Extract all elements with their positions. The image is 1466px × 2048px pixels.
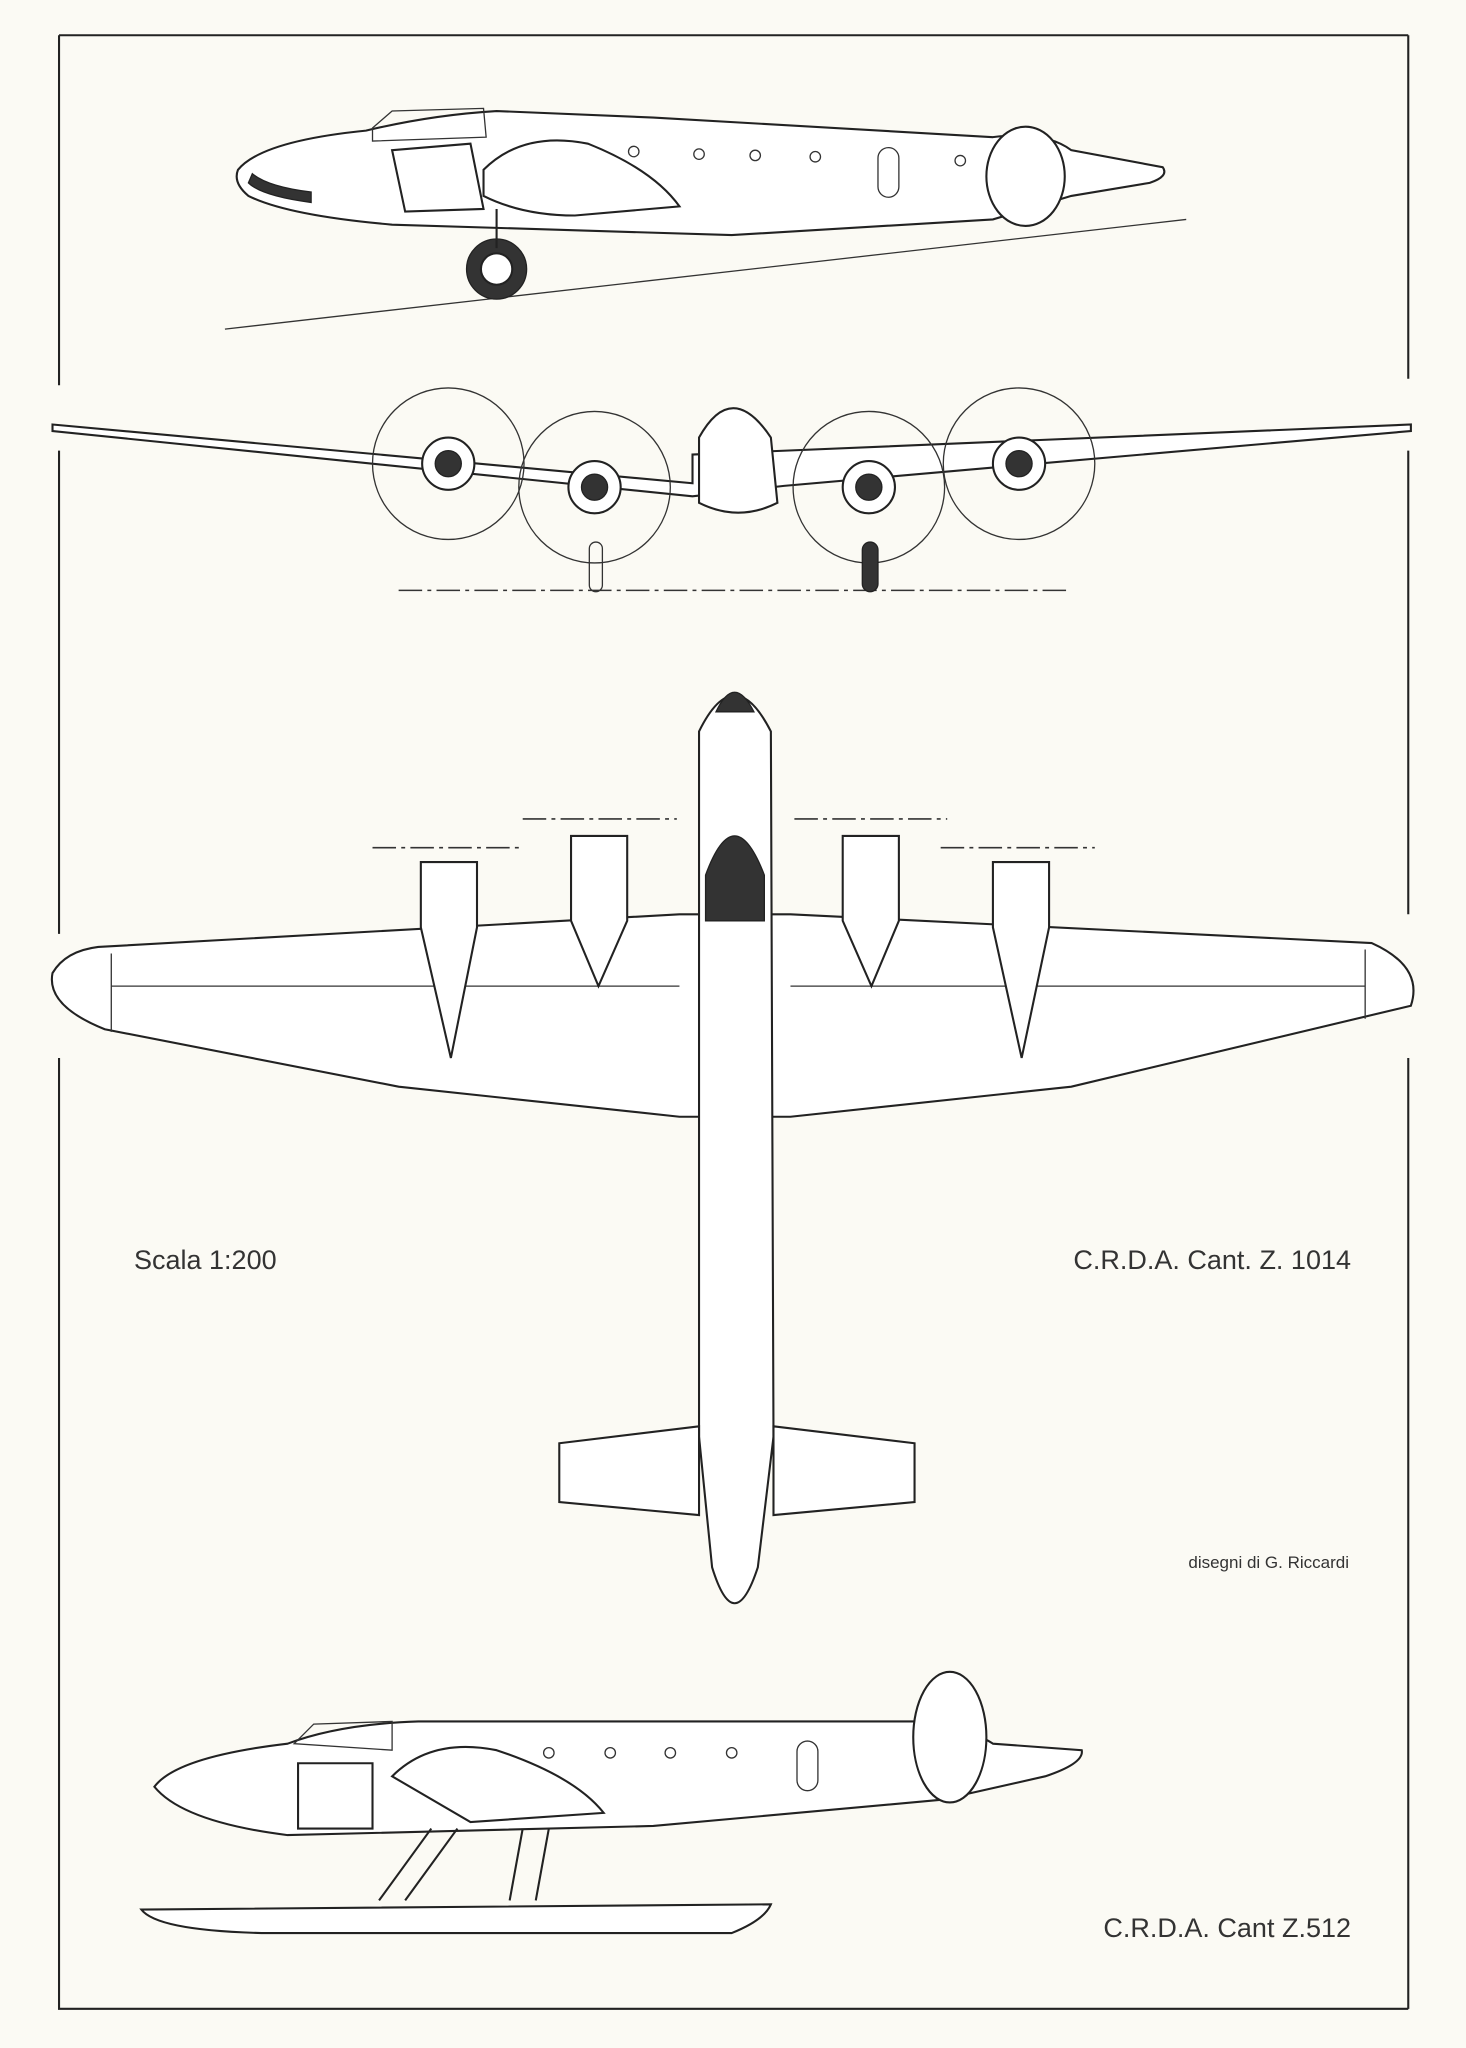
windows-floatplane	[542, 1740, 819, 1792]
engine-nacelles	[421, 436, 1047, 515]
front-view	[51, 387, 1412, 593]
aircraft-title-1014: C.R.D.A. Cant. Z. 1014	[1073, 1245, 1351, 1275]
scale-label: Scala 1:200	[134, 1245, 277, 1275]
windows	[627, 145, 967, 198]
plan-view	[50, 691, 1415, 1605]
side-view-landplane	[224, 107, 1187, 330]
drawing-credit: disegni di G. Riccardi	[1188, 1553, 1349, 1572]
frame-border	[57, 34, 1410, 2010]
engines-plan	[419, 834, 1051, 1059]
propeller-discs	[371, 387, 1096, 564]
aircraft-title-512: C.R.D.A. Cant Z.512	[1103, 1913, 1351, 1943]
side-view-floatplane	[139, 1670, 1083, 1935]
